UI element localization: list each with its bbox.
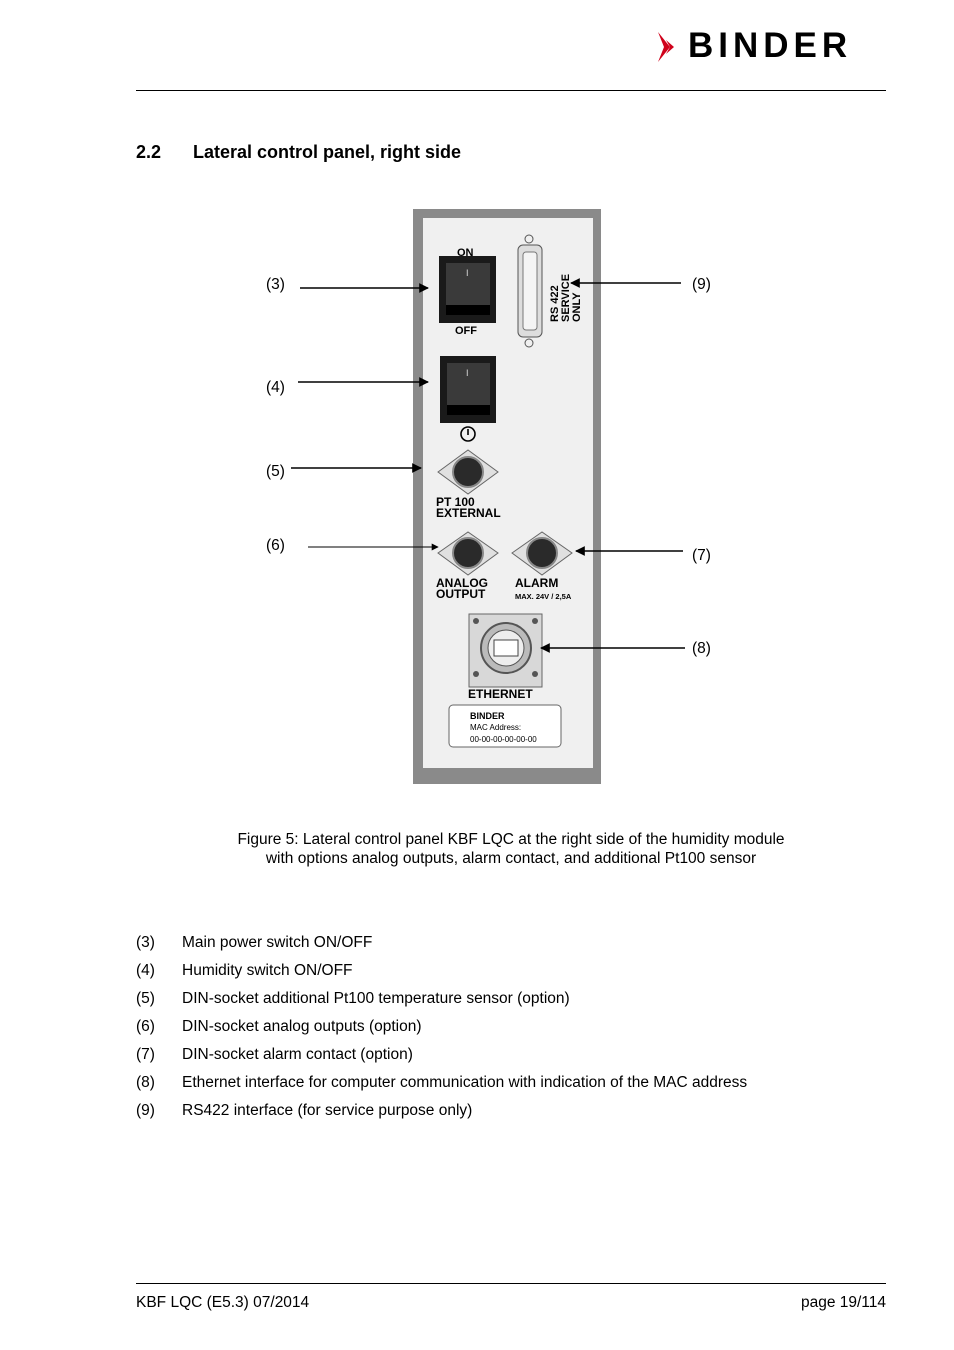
analog-label-1: ANALOG [436, 576, 488, 590]
legend-text: Humidity switch ON/OFF [182, 962, 353, 979]
rs422-connector [517, 234, 543, 348]
figure-caption-line-2: with options analog outputs, alarm conta… [265, 850, 757, 867]
legend-number: (4) [136, 962, 155, 979]
alarm-label-2: MAX. 24V / 2,5A [515, 592, 572, 601]
pt100-label-2: EXTERNAL [436, 506, 501, 520]
footer-page-number: page 19/114 [800, 1294, 886, 1311]
legend-number: (8) [136, 1074, 155, 1091]
legend-number: (6) [136, 1018, 155, 1035]
off-label: OFF [455, 325, 477, 337]
footer-document-id: KBF LQC (E5.3) 07/2014 [136, 1294, 310, 1311]
legend-text: DIN-socket analog outputs (option) [182, 1018, 422, 1035]
legend-number: (5) [136, 990, 155, 1007]
humidity-symbol-icon [460, 426, 476, 442]
callout-6: (6) [266, 537, 285, 554]
legend-number: (7) [136, 1046, 155, 1063]
svg-text:RS 422: RS 422 [549, 285, 561, 322]
binder-logo-icon [658, 32, 674, 62]
mac-label-plate [448, 704, 562, 748]
ethernet-port [468, 613, 543, 688]
control-panel-figure: ON I OFF RS 422 SERVICE ONLY I PT 100 EX… [266, 209, 711, 784]
callout-7: (7) [692, 547, 711, 564]
pt100-label-1: PT 100 [436, 495, 475, 509]
humidity-switch-mark: I [466, 368, 469, 378]
section-number: 2.2 [136, 142, 162, 162]
section-title: Lateral control panel, right side [193, 142, 462, 162]
humidity-switch: I [440, 356, 496, 423]
callout-4: (4) [266, 379, 285, 396]
analog-label-2: OUTPUT [436, 587, 486, 601]
legend-number: (3) [136, 934, 155, 951]
mac-value: 00-00-00-00-00-00 [470, 735, 537, 744]
main-switch-mark: I [466, 268, 469, 278]
legend-text: Main power switch ON/OFF [182, 934, 373, 951]
legend-text: Ethernet interface for computer communic… [182, 1074, 748, 1091]
main-power-switch: I [439, 256, 496, 323]
legend-number: (9) [136, 1102, 155, 1119]
footer-rule [136, 1283, 886, 1284]
svg-text:ONLY: ONLY [571, 292, 583, 322]
mac-brand: BINDER [470, 711, 505, 721]
svg-text:SERVICE: SERVICE [560, 274, 572, 322]
ethernet-label: ETHERNET [468, 687, 533, 701]
alarm-socket [511, 531, 573, 576]
legend-text: RS422 interface (for service purpose onl… [182, 1102, 473, 1119]
rs422-label: RS 422 SERVICE ONLY [549, 274, 583, 322]
header-rule [136, 90, 886, 91]
mac-label: MAC Address: [470, 723, 521, 732]
callout-8: (8) [692, 640, 711, 657]
analog-output-socket [437, 531, 499, 576]
alarm-label-1: ALARM [515, 576, 558, 590]
callout-3: (3) [266, 276, 285, 293]
brand-logo-text: BINDER [688, 26, 853, 65]
pt100-socket [437, 449, 499, 495]
callout-9: (9) [692, 276, 711, 293]
figure-caption-line-1: Figure 5: Lateral control panel KBF LQC … [237, 831, 785, 848]
legend-text: DIN-socket alarm contact (option) [182, 1046, 413, 1063]
legend-text: DIN-socket additional Pt100 temperature … [182, 990, 570, 1007]
callout-5: (5) [266, 463, 285, 480]
